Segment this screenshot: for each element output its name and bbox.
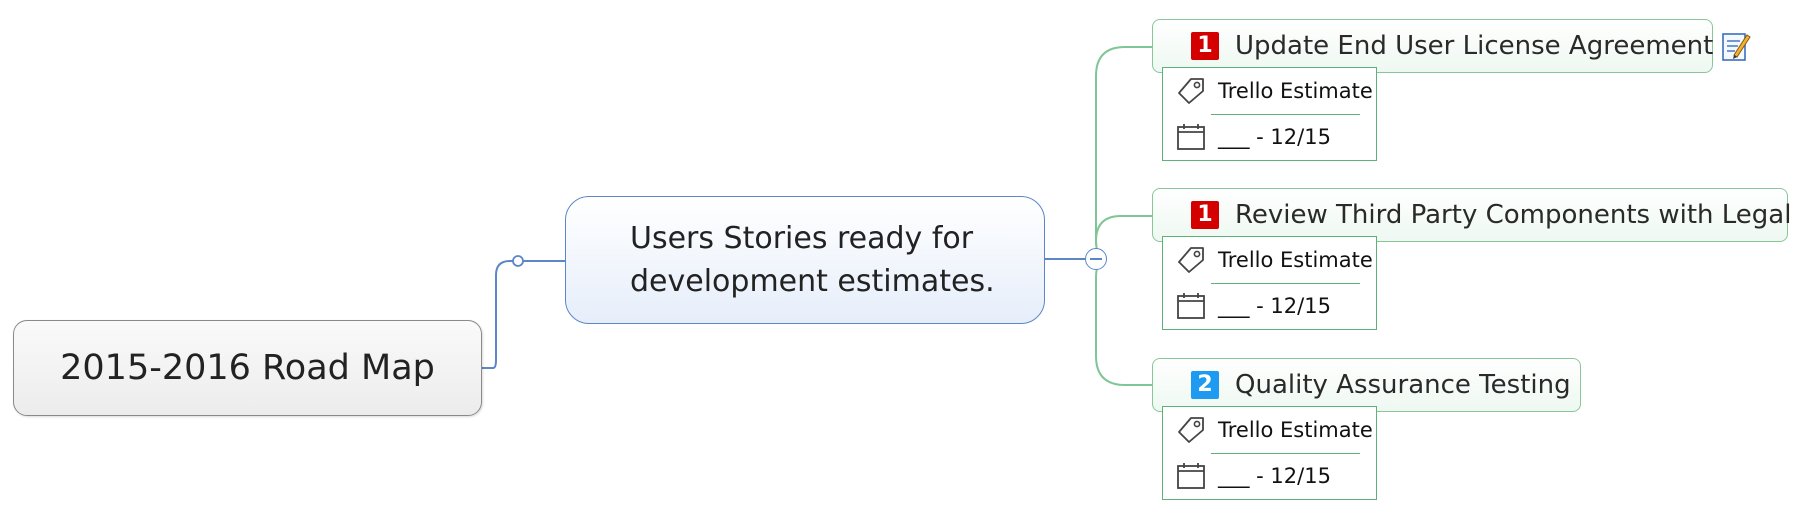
meta-divider xyxy=(1211,114,1360,115)
priority-2-icon: 2 xyxy=(1191,371,1219,399)
date-row: ___ - 12/15 xyxy=(1163,453,1376,499)
date-range: ___ - 12/15 xyxy=(1218,125,1331,149)
task-meta-qa-testing: Trello Estimate ___ - 12/15 xyxy=(1162,406,1377,500)
estimate-label: Trello Estimate xyxy=(1218,248,1373,272)
task-topic-eula[interactable]: 1 Update End User License Agreement xyxy=(1152,19,1713,73)
estimate-label: Trello Estimate xyxy=(1218,418,1373,442)
tag-icon xyxy=(1178,417,1204,443)
branch-topic-label: Users Stories ready for development esti… xyxy=(630,221,995,299)
task-label: Quality Assurance Testing xyxy=(1235,370,1571,400)
estimate-label: Trello Estimate xyxy=(1218,79,1373,103)
notes-icon[interactable] xyxy=(1720,29,1752,63)
estimate-row: Trello Estimate xyxy=(1163,237,1376,283)
task-label: Review Third Party Components with Legal xyxy=(1235,200,1792,230)
estimate-row: Trello Estimate xyxy=(1163,68,1376,114)
meta-divider xyxy=(1211,453,1360,454)
date-row: ___ - 12/15 xyxy=(1163,114,1376,160)
task-topic-qa-testing[interactable]: 2 Quality Assurance Testing xyxy=(1152,358,1581,412)
meta-divider xyxy=(1211,283,1360,284)
root-topic[interactable]: 2015-2016 Road Map xyxy=(13,320,482,416)
branch-topic[interactable]: Users Stories ready for development esti… xyxy=(565,196,1045,324)
task-meta-legal-review: Trello Estimate ___ - 12/15 xyxy=(1162,236,1377,330)
date-row: ___ - 12/15 xyxy=(1163,283,1376,329)
collapse-icon[interactable] xyxy=(1085,248,1107,270)
tag-icon xyxy=(1178,247,1204,273)
task-label: Update End User License Agreement xyxy=(1235,31,1714,61)
date-range: ___ - 12/15 xyxy=(1218,464,1331,488)
calendar-icon xyxy=(1177,124,1205,150)
task-topic-legal-review[interactable]: 1 Review Third Party Components with Leg… xyxy=(1152,188,1792,242)
task-meta-eula: Trello Estimate ___ - 12/15 xyxy=(1162,67,1377,161)
tag-icon xyxy=(1178,78,1204,104)
root-topic-label: 2015-2016 Road Map xyxy=(60,348,435,388)
calendar-icon xyxy=(1177,463,1205,489)
priority-1-icon: 1 xyxy=(1191,201,1219,229)
date-range: ___ - 12/15 xyxy=(1218,294,1331,318)
priority-1-icon: 1 xyxy=(1191,32,1219,60)
calendar-icon xyxy=(1177,293,1205,319)
estimate-row: Trello Estimate xyxy=(1163,407,1376,453)
